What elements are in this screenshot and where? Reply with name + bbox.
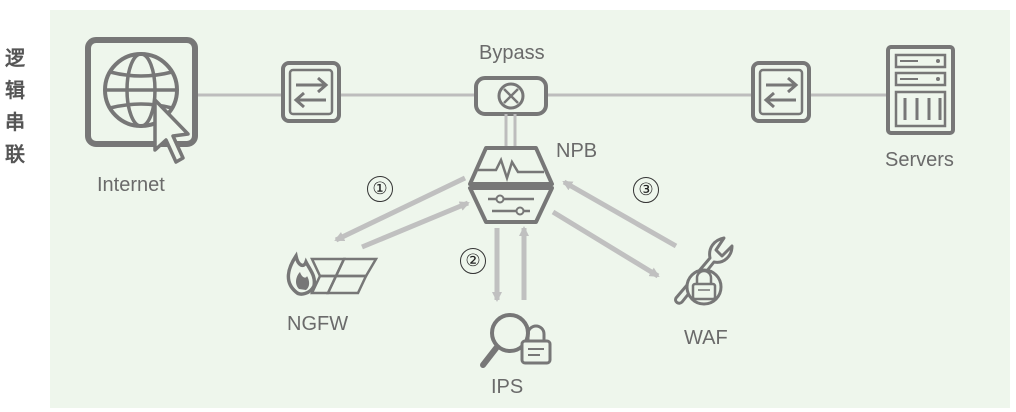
npb-icon (468, 146, 554, 224)
switch-icon-right (751, 61, 811, 123)
ngfw-icon (286, 251, 379, 296)
internet-label: Internet (97, 174, 165, 196)
step-number-3: ③ (633, 177, 659, 203)
servers-icon (886, 45, 955, 135)
bypass-icon (474, 76, 548, 116)
internet-icon (85, 37, 198, 164)
title-char: 辑 (5, 78, 25, 102)
servers-label: Servers (885, 149, 954, 171)
step-number-2: ② (460, 248, 486, 274)
ips-label: IPS (491, 376, 524, 398)
waf-label: WAF (684, 327, 728, 349)
ngfw-label: NGFW (287, 313, 349, 335)
bypass-label: Bypass (479, 42, 545, 64)
ips-icon (480, 313, 552, 368)
waf-icon (674, 236, 734, 306)
flow-arrows (334, 175, 678, 302)
arrow-from-ngfw (361, 200, 470, 250)
arrow-to-waf (551, 209, 660, 279)
arrow-from-waf (562, 179, 678, 249)
step-number-1: ① (367, 176, 393, 202)
diagram-title: 逻 辑 串 联 (0, 42, 30, 170)
npb-label: NPB (556, 140, 598, 162)
title-char: 串 (5, 110, 25, 134)
title-char: 逻 (5, 46, 25, 70)
title-char: 联 (5, 142, 25, 166)
arrow-to-ngfw (334, 175, 467, 243)
switch-icon-left (281, 61, 341, 123)
